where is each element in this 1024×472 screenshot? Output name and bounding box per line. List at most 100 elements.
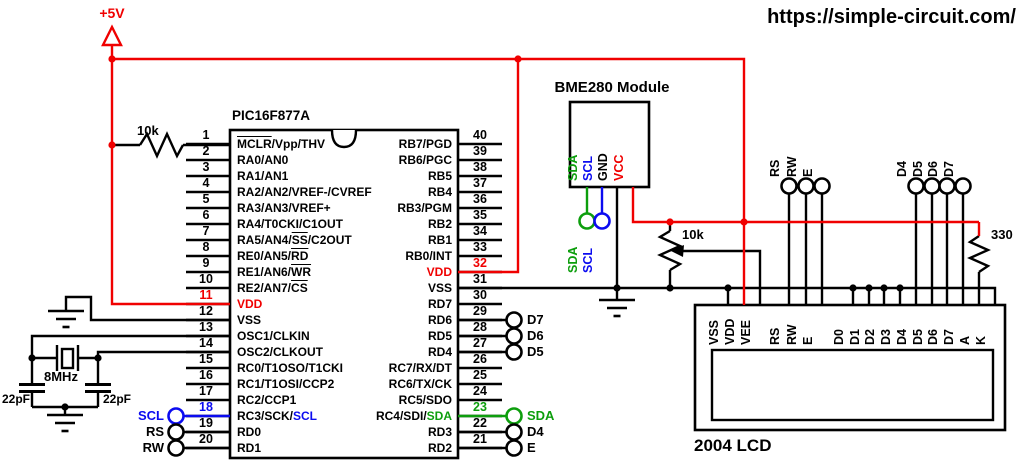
power-arrow-icon (101, 24, 123, 47)
ic-pin-label: VDD (427, 264, 452, 280)
pin-number: 23 (473, 400, 487, 414)
pin-label-part: RE2/AN7/ (237, 281, 292, 295)
resistor-330-label: 330 (991, 227, 1013, 242)
ground-symbol (597, 298, 637, 318)
terminal-label-rs: RS (768, 159, 782, 177)
ic-body (228, 128, 460, 460)
ic-pin-label: RC5/SDO (399, 392, 452, 408)
pin-label-part: RD7 (427, 297, 452, 311)
pin-number: 24 (473, 384, 487, 398)
ic-pin-label: RD1 (237, 440, 261, 456)
pin-label-part: RB4 (427, 185, 452, 199)
ground-symbol (45, 413, 85, 433)
terminal-circle (167, 407, 185, 425)
terminal-circle (505, 311, 523, 329)
pin-label-part: RC5/SDO (398, 393, 452, 407)
terminal-circle (505, 423, 523, 441)
lcd-pin-label-rw: RW (785, 324, 799, 345)
ic-pin-label: RD5 (428, 328, 452, 344)
terminal-label-d6: D6 (926, 161, 940, 177)
bme280-title: BME280 Module (554, 79, 670, 96)
ic-pin-label: RB0/INT (405, 248, 452, 264)
pin-label-part: VDD (426, 265, 452, 279)
lcd-pin-label-vdd: VDD (723, 318, 737, 345)
lcd-pin-label-d2: D2 (863, 329, 877, 345)
pin-number: 15 (199, 352, 213, 366)
pin-number: 6 (202, 208, 210, 222)
lcd-pin-label-d3: D3 (879, 329, 893, 345)
terminal-circle (167, 423, 185, 441)
site-url: https://simple-circuit.com/ (767, 6, 1016, 28)
bme-pin-label-gnd: GND (596, 153, 610, 181)
scl-wires (184, 187, 604, 418)
pot-wiper-arrow (671, 245, 684, 257)
bme-pin-label-sda: SDA (566, 154, 580, 181)
pin-label-part: RC3/SCK/ (237, 409, 294, 423)
ic-pin-label: OSC2/CLKOUT (237, 344, 323, 360)
pin-label-part: RC7/RX/DT (388, 361, 452, 375)
pin-number: 19 (199, 416, 213, 430)
terminal-label-rw: RW (142, 440, 164, 455)
ic-pin-label: MCLR/Vpp/THV (237, 136, 325, 152)
terminal-circle (505, 439, 523, 457)
terminal-label-d4: D4 (527, 424, 544, 439)
pin-label-part: RA5/AN4/ (237, 233, 292, 247)
terminal-circle (797, 177, 815, 195)
pin-number: 37 (473, 176, 487, 190)
pin-label-part: RC0/T1OSO/T1CKI (237, 361, 344, 375)
ic-pin-label: RD2 (428, 440, 452, 456)
pin-number: 34 (473, 224, 487, 238)
pin-label-part: RA4/T0CKI/C1OUT (237, 217, 344, 231)
resistor-r1-label: 10k (137, 123, 159, 138)
terminal-label-e: E (527, 440, 536, 455)
terminal-circle (954, 177, 972, 195)
pin-number: 38 (473, 160, 487, 174)
lcd-pin-label-k: K (974, 335, 988, 345)
terminal-label-rs: RS (145, 424, 164, 439)
terminal-circle (505, 343, 523, 361)
black-wires (19, 131, 997, 450)
pin-number: 8 (202, 240, 210, 254)
pin-number: 27 (473, 336, 487, 350)
terminal-circle (813, 177, 831, 195)
terminal-circle (167, 439, 185, 457)
pin-number: 4 (202, 176, 210, 190)
ic-pin-label: RC7/RX/DT (389, 360, 452, 376)
pin-label-part: SS (291, 233, 308, 247)
pin-label-part: RD6 (427, 313, 452, 327)
bme-terminal-label-scl: SCL (581, 248, 595, 273)
ic-pin-label: RA2/AN2/VREF-/CVREF (237, 184, 372, 200)
terminal-label-d5: D5 (911, 161, 925, 177)
pin-label-part: RB2 (427, 217, 452, 231)
ic-pin-label: VSS (428, 280, 452, 296)
ic-pin-label: RC6/TX/CK (389, 376, 452, 392)
pin-number: 32 (473, 256, 487, 270)
lcd-pin-label-vss: VSS (707, 319, 721, 345)
ic-pin-label: RC2/CCP1 (237, 392, 296, 408)
ic-pin-label: RC0/T1OSO/T1CKI (237, 360, 343, 376)
terminal-label-d7: D7 (942, 161, 956, 177)
crystal-label: 8MHz (44, 369, 78, 384)
pin-label-part: RD3 (427, 425, 452, 439)
ic-notch (330, 129, 358, 149)
pin-number: 26 (473, 352, 487, 366)
terminal-label-e: E (801, 168, 815, 177)
ic-pin-label: RC4/SDI/SDA (376, 408, 452, 424)
ic-pin-label: RA4/T0CKI/C1OUT (237, 216, 343, 232)
lcd-pin-label-d6: D6 (926, 329, 940, 345)
ic-pin-label: OSC1/CLKIN (237, 328, 310, 344)
ic-pin-label: RE0/AN5/RD (237, 248, 308, 264)
ic-pin-label: RE2/AN7/CS (237, 280, 308, 296)
pin-label-part: SCL (293, 409, 318, 423)
crystal-8mhz (55, 345, 80, 371)
ic-pin-label: RC1/T1OSI/CCP2 (237, 376, 334, 392)
ground-symbol (46, 309, 86, 329)
terminal-circle (938, 177, 956, 195)
pin-number: 28 (473, 320, 487, 334)
pin-label-part: RD0 (237, 425, 262, 439)
pin-label-part: RE0/AN5/ (237, 249, 292, 263)
lcd-pin-label-d4: D4 (895, 329, 909, 345)
ic-title: PIC16F877A (232, 108, 311, 123)
pin-number: 7 (202, 224, 210, 238)
